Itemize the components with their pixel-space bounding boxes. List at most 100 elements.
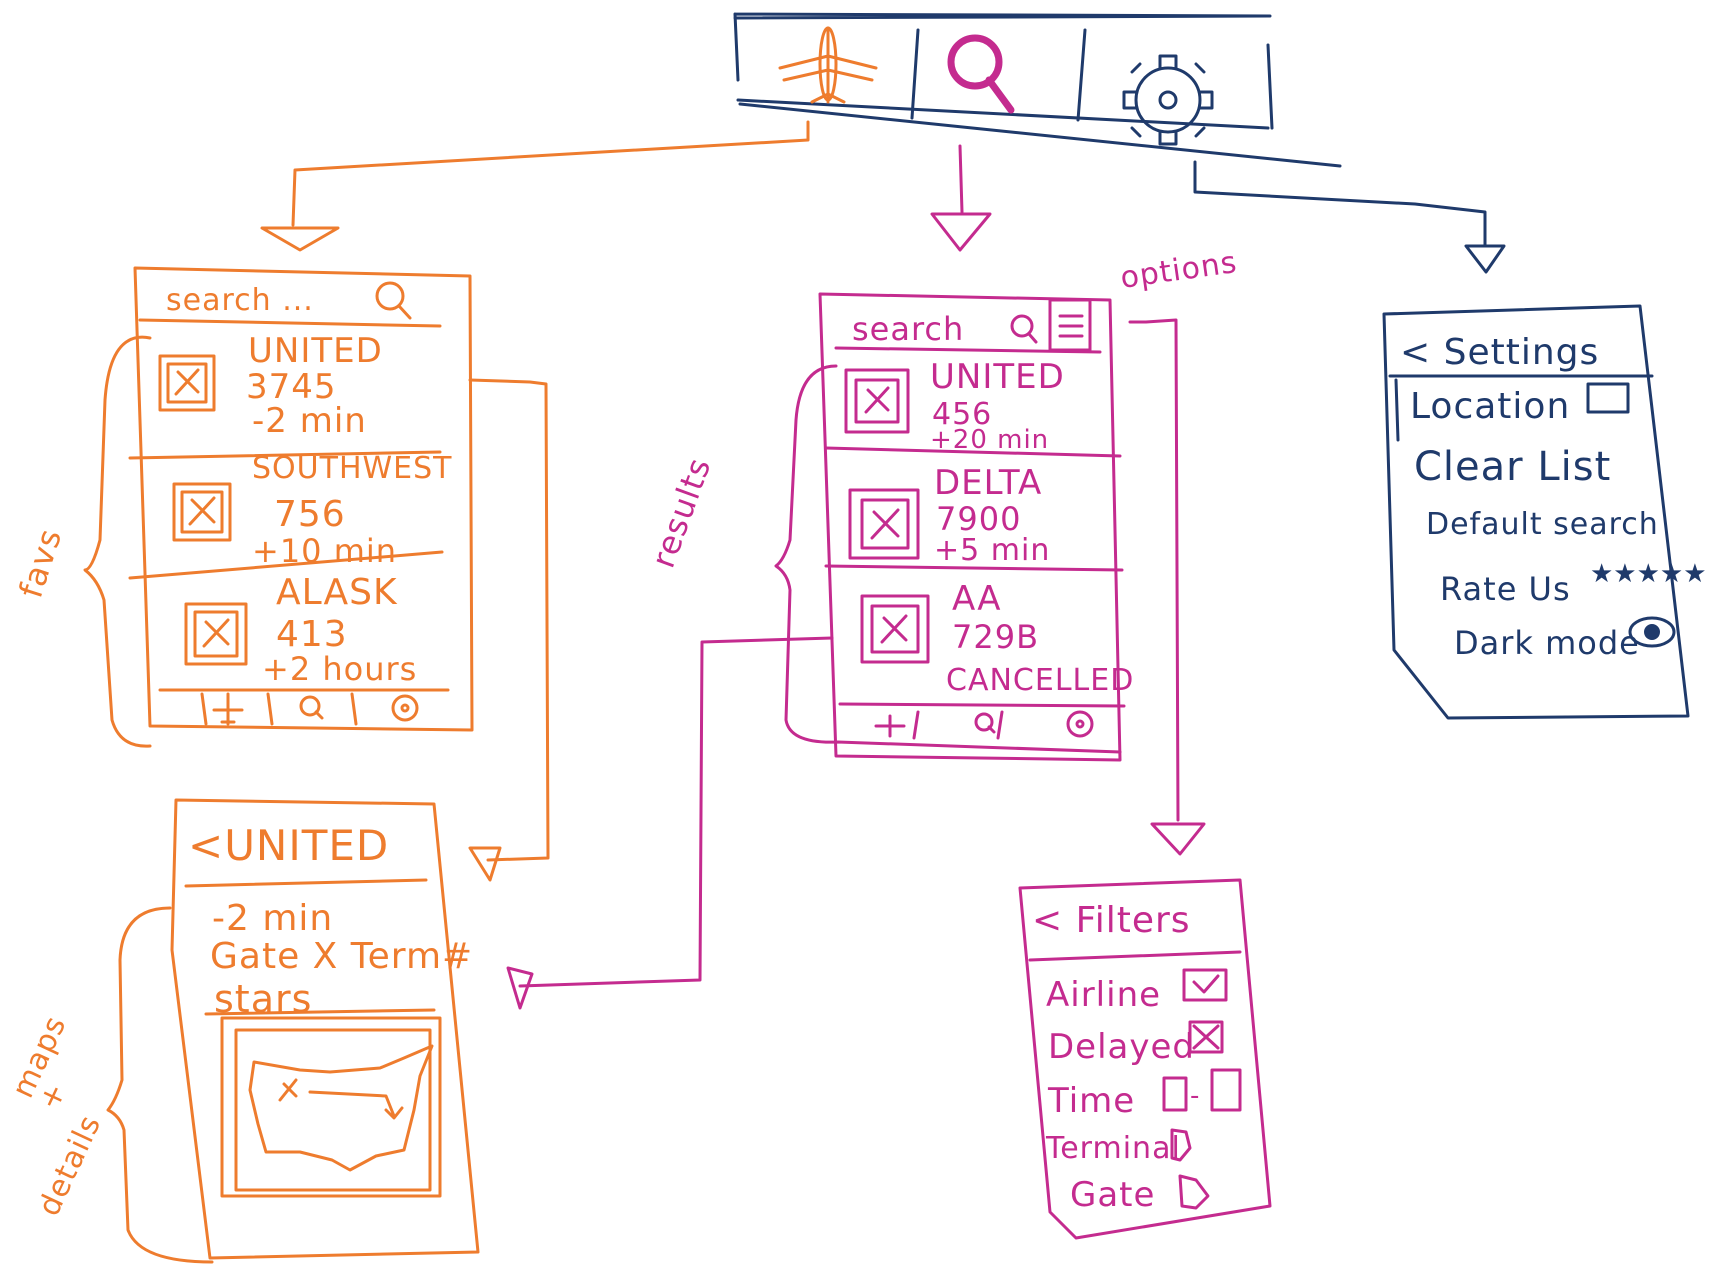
favs-list-item[interactable]: UNITED 3745 -2 min xyxy=(158,331,383,441)
connector-settings xyxy=(1193,160,1487,247)
time-to-input[interactable] xyxy=(1210,1068,1242,1112)
details-screen: <UNITED -2 min Gate X Term# stars maps +… xyxy=(6,798,480,1264)
connector-search-details xyxy=(518,636,834,988)
airplane-icon[interactable] xyxy=(778,26,878,104)
results-label: results xyxy=(644,452,719,572)
setting-rate-us[interactable]: Rate Us xyxy=(1440,570,1571,608)
tab-settings[interactable] xyxy=(1066,710,1094,738)
tab-search[interactable] xyxy=(299,695,324,720)
usa-map xyxy=(248,1044,434,1172)
detail-delay: -2 min xyxy=(212,898,333,939)
details-brace xyxy=(106,906,214,1264)
filters-screen: < Filters Airline Delayed Time - Termina… xyxy=(1018,878,1272,1240)
settings-screen: < Settings Location Clear List Default s… xyxy=(1382,304,1707,720)
dark-mode-toggle[interactable] xyxy=(1628,616,1676,648)
svg-text:★★★★★: ★★★★★ xyxy=(1590,559,1707,589)
favs-label: favs xyxy=(11,524,69,603)
search-input[interactable]: search xyxy=(852,310,964,348)
airplane-icon xyxy=(880,614,908,644)
connector-favs xyxy=(291,120,810,227)
connector-search-filters xyxy=(1128,318,1180,822)
details-label-details: details xyxy=(32,1110,109,1222)
route-line xyxy=(308,1090,404,1120)
search-icon[interactable] xyxy=(947,34,1015,114)
item-status: -2 min xyxy=(252,401,367,441)
item-status: CANCELLED xyxy=(946,663,1134,698)
item-flight: 729B xyxy=(952,618,1039,656)
check-icon xyxy=(1192,974,1220,994)
detail-gate-terminal: Gate X Term# xyxy=(210,936,473,977)
arrowhead-details-2 xyxy=(506,966,534,1010)
item-flight: 7900 xyxy=(936,500,1021,538)
setting-location[interactable]: Location xyxy=(1410,386,1570,427)
item-airline: AA xyxy=(952,579,1001,619)
item-flight: 413 xyxy=(276,614,348,655)
filter-terminal[interactable]: Terminal xyxy=(1045,1131,1181,1166)
airplane-icon xyxy=(278,1078,298,1102)
airplane-icon xyxy=(174,368,200,396)
tab-search[interactable] xyxy=(974,712,996,734)
item-status: +5 min xyxy=(934,533,1050,568)
search-icon[interactable] xyxy=(1010,314,1038,344)
arrowhead-favs xyxy=(260,226,340,252)
results-list-item[interactable]: UNITED 456 +20 min xyxy=(844,357,1065,455)
item-flight: 756 xyxy=(274,494,346,535)
setting-dark-mode[interactable]: Dark mode xyxy=(1454,624,1640,662)
item-airline: ALASK xyxy=(276,572,398,613)
favs-list-item[interactable]: SOUTHWEST 756 +10 min xyxy=(172,451,452,570)
location-checkbox[interactable] xyxy=(1586,382,1630,414)
filter-gate[interactable]: Gate xyxy=(1070,1175,1155,1215)
time-from-input[interactable] xyxy=(1162,1076,1188,1112)
results-brace xyxy=(774,364,1122,754)
favs-search-input[interactable]: search ... xyxy=(166,283,314,318)
tab-favs[interactable] xyxy=(212,692,244,726)
star-rating[interactable]: ★★★★★ xyxy=(1590,559,1707,589)
arrowhead-details xyxy=(468,846,502,882)
favs-brace xyxy=(83,335,152,748)
item-airline: SOUTHWEST xyxy=(252,451,452,486)
details-title[interactable]: <UNITED xyxy=(188,821,389,870)
filters-title[interactable]: < Filters xyxy=(1032,900,1191,941)
arrowhead-filters xyxy=(1150,822,1206,856)
filter-airline[interactable]: Airline xyxy=(1046,975,1161,1015)
options-label: options xyxy=(1118,245,1239,296)
filter-time[interactable]: Time xyxy=(1047,1081,1135,1121)
item-airline: UNITED xyxy=(930,357,1065,397)
delayed-checkbox[interactable] xyxy=(1188,1020,1224,1054)
airplane-icon xyxy=(188,496,216,526)
item-status: +10 min xyxy=(252,532,397,570)
tab-settings[interactable] xyxy=(391,694,419,722)
results-list-item[interactable]: AA 729B CANCELLED xyxy=(860,579,1134,698)
results-list-item[interactable]: DELTA 7900 +5 min xyxy=(848,463,1050,568)
item-flight: 3745 xyxy=(246,367,337,407)
setting-clear-list[interactable]: Clear List xyxy=(1414,444,1611,490)
favs-list-item[interactable]: ALASK 413 +2 hours xyxy=(184,572,417,688)
item-airline: DELTA xyxy=(934,463,1042,503)
terminal-dropdown[interactable] xyxy=(1170,1128,1192,1162)
airline-checkbox[interactable] xyxy=(1182,968,1228,1002)
connector-search xyxy=(958,144,964,214)
options-button[interactable] xyxy=(1048,298,1092,352)
gate-dropdown[interactable] xyxy=(1178,1174,1210,1210)
favs-screen: search ... UNITED 3745 -2 min SOUTHWEST … xyxy=(11,266,550,882)
filter-delayed[interactable]: Delayed xyxy=(1048,1027,1195,1067)
arrowhead-search xyxy=(930,212,992,252)
tab-favs[interactable] xyxy=(874,714,906,738)
connector-favs-details xyxy=(468,378,550,862)
setting-default-search[interactable]: Default search xyxy=(1426,507,1659,542)
map-panel[interactable] xyxy=(220,1016,442,1198)
item-status: +2 hours xyxy=(262,650,417,688)
favs-search-icon[interactable] xyxy=(375,281,412,320)
airplane-icon xyxy=(202,618,230,648)
item-flight: 456 xyxy=(932,397,992,432)
x-mark-icon xyxy=(1192,1024,1220,1050)
gear-icon[interactable] xyxy=(1122,54,1214,146)
arrowhead-settings xyxy=(1464,244,1506,274)
search-screen: search options UNITED 456 +20 min DELTA … xyxy=(506,245,1239,1010)
top-nav-bar xyxy=(733,12,1342,168)
time-separator: - xyxy=(1190,1081,1200,1111)
settings-title[interactable]: < Settings xyxy=(1400,332,1599,373)
menu-icon xyxy=(1058,314,1084,338)
airplane-icon xyxy=(870,508,900,540)
